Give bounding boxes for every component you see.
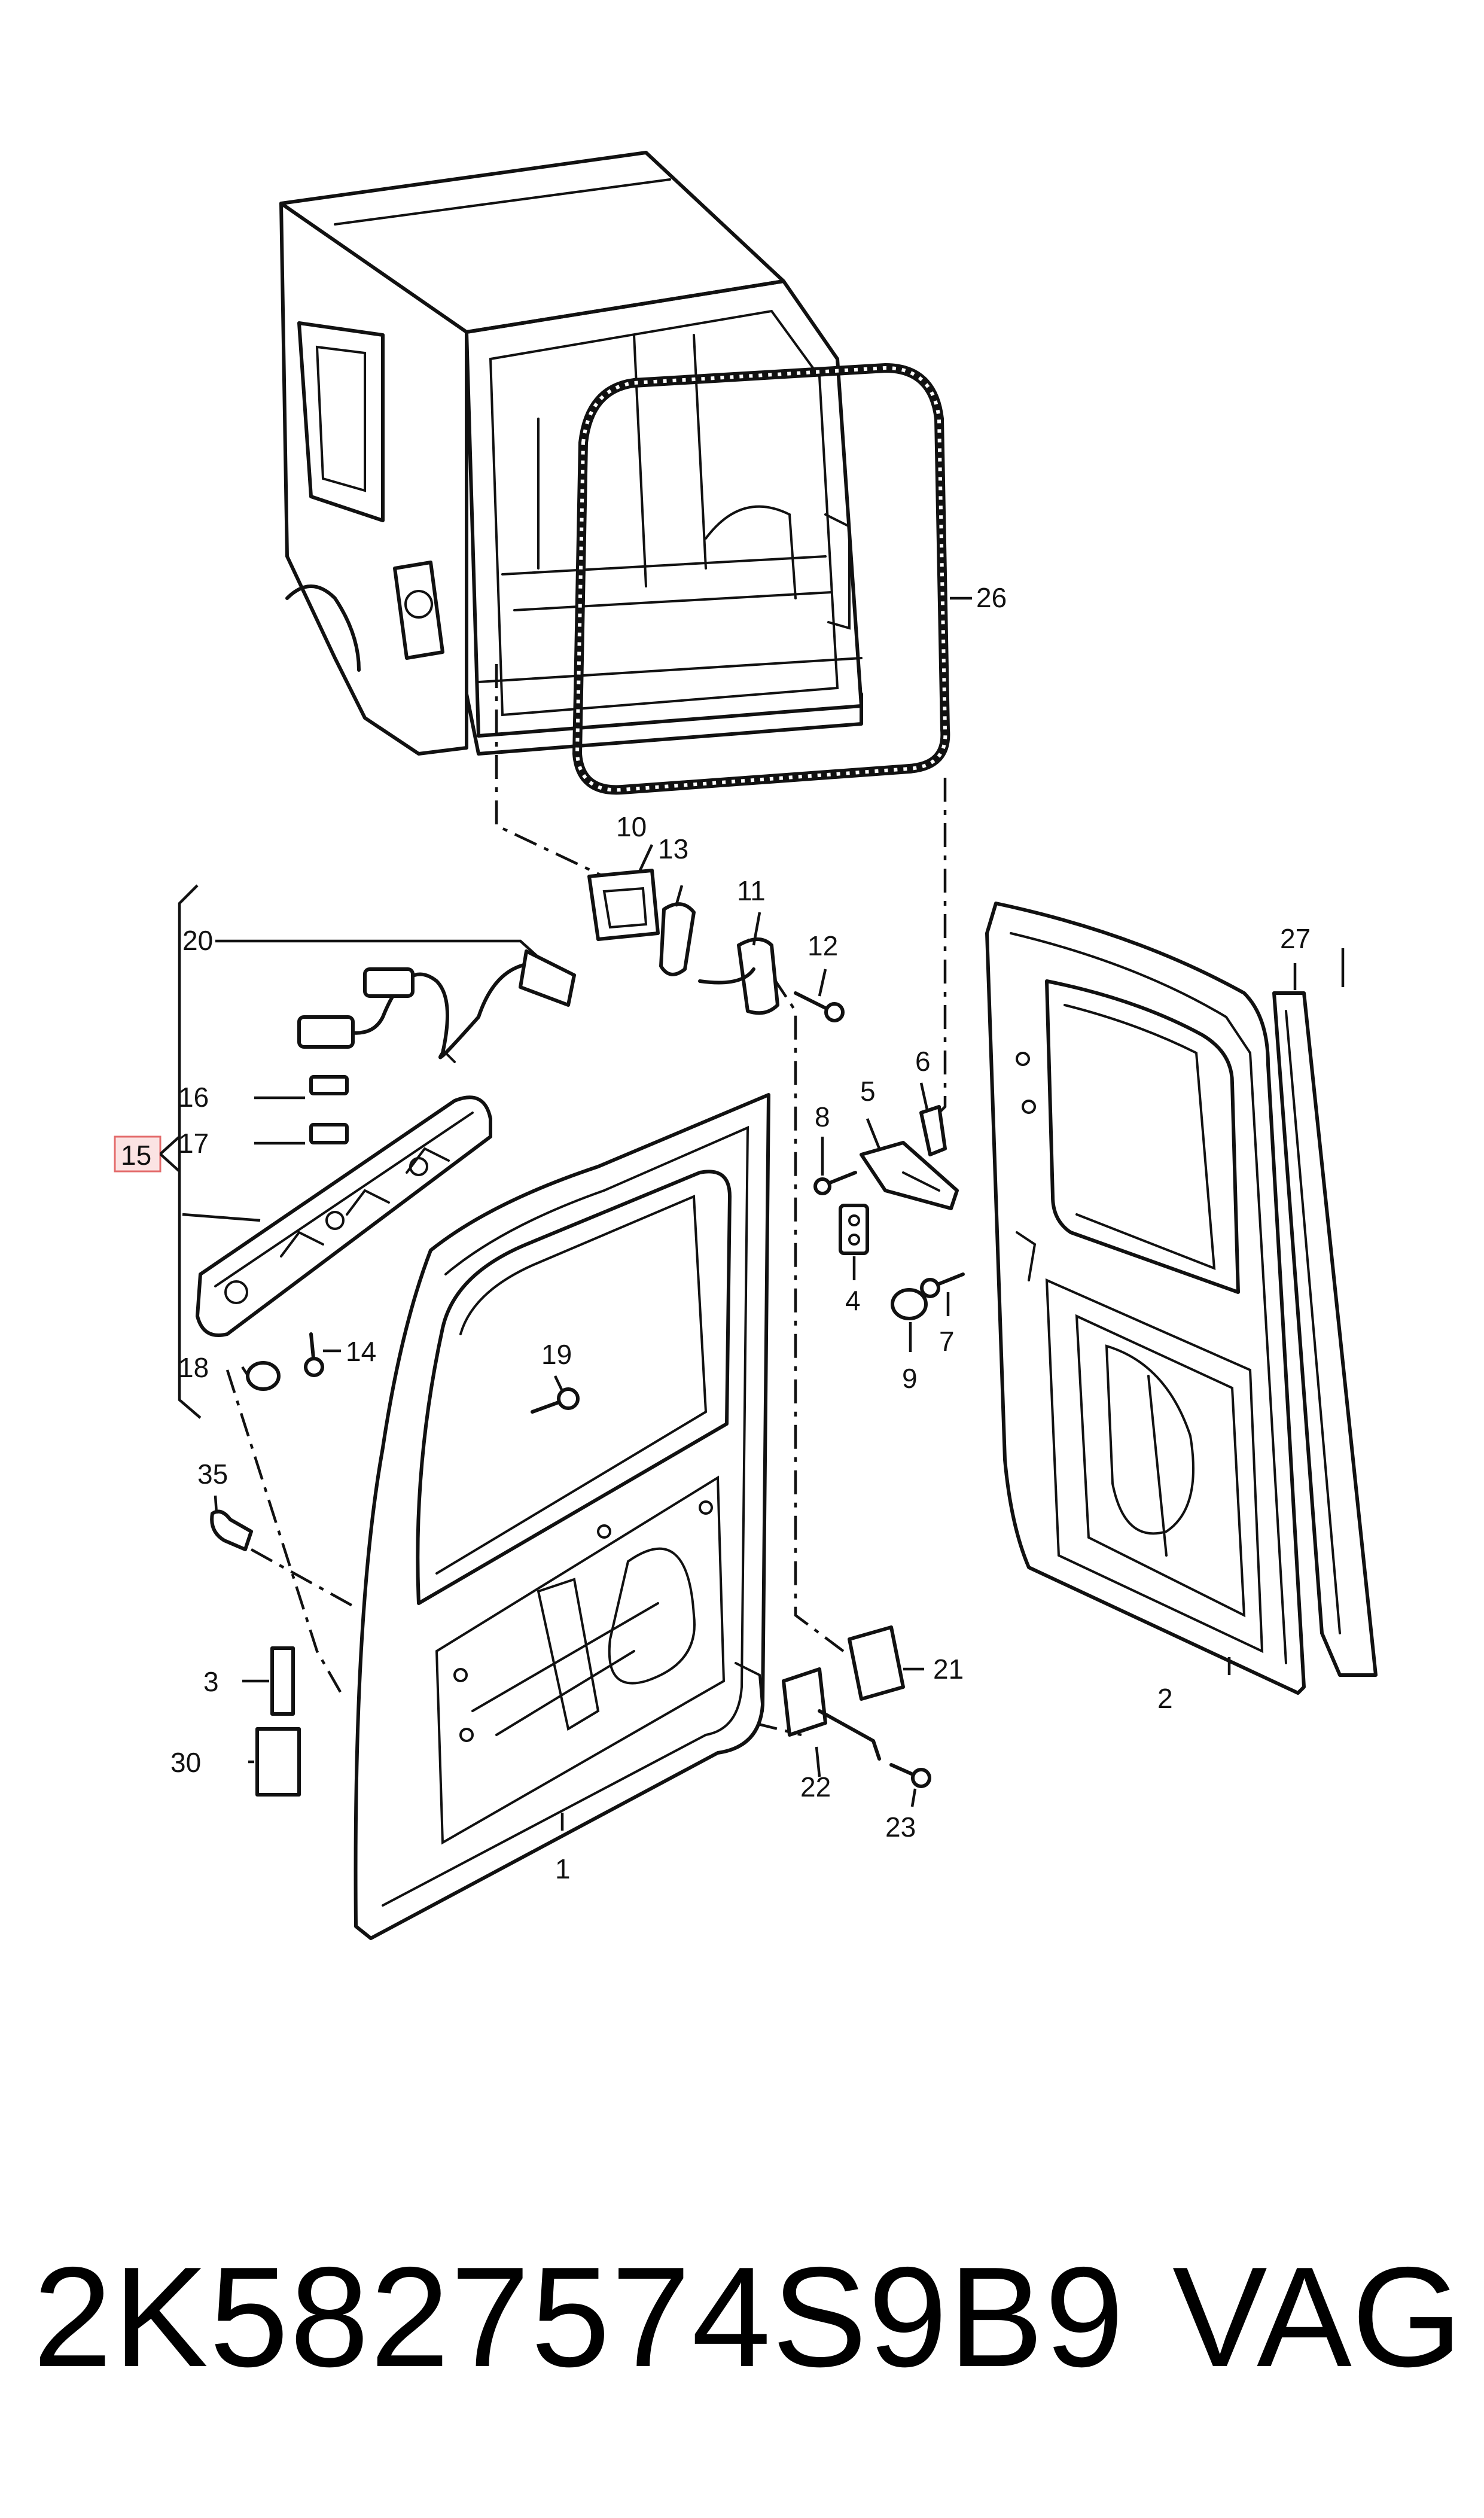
- callout-23: 23: [885, 1811, 916, 1843]
- callout-11: 11: [737, 875, 766, 906]
- callout-21: 21: [933, 1654, 964, 1685]
- callout-18: 18: [178, 1352, 209, 1383]
- wiring-harness: [297, 949, 576, 1063]
- callout-16: 16: [178, 1082, 209, 1113]
- light-bracket-assembly: [178, 884, 492, 1419]
- callout-4: 4: [845, 1285, 861, 1316]
- callout-22: 22: [800, 1771, 831, 1803]
- vehicle-rear-illustration: [279, 151, 863, 756]
- callout-15-highlight: 15: [114, 1135, 181, 1173]
- callout-15: 15: [121, 1140, 151, 1171]
- callout-6: 6: [915, 1046, 931, 1077]
- part-number: 2K5827574S9B9: [33, 2238, 1125, 2397]
- callout-20: 20: [182, 925, 213, 956]
- callout-13: 13: [658, 833, 688, 864]
- callout-30: 30: [170, 1747, 201, 1778]
- callout-2: 2: [1157, 1683, 1173, 1714]
- callout-8: 8: [815, 1101, 830, 1132]
- callout-3: 3: [203, 1666, 219, 1697]
- side-seal-strip: [1272, 991, 1378, 1677]
- callout-17: 17: [178, 1128, 209, 1159]
- callout-labels: 1 2 3 4 5 6 7 8 9 10 11 12 13 14 15 16 1…: [114, 582, 1311, 1884]
- callout-9: 9: [902, 1363, 918, 1394]
- callout-7: 7: [939, 1326, 955, 1357]
- left-rear-door: [354, 1093, 770, 1940]
- callout-14: 14: [346, 1336, 376, 1367]
- callout-19: 19: [541, 1339, 572, 1370]
- callout-1: 1: [555, 1853, 571, 1884]
- callout-27: 27: [1280, 923, 1311, 954]
- callout-leaders: [182, 844, 1345, 1831]
- callout-35: 35: [197, 1459, 228, 1490]
- callout-10: 10: [616, 811, 647, 842]
- callout-5: 5: [860, 1076, 876, 1107]
- callout-26: 26: [976, 582, 1007, 613]
- door-seal: [572, 363, 972, 795]
- right-rear-door: [985, 902, 1306, 1695]
- brand-name: VAG: [1172, 2238, 1462, 2397]
- callout-12: 12: [807, 930, 838, 961]
